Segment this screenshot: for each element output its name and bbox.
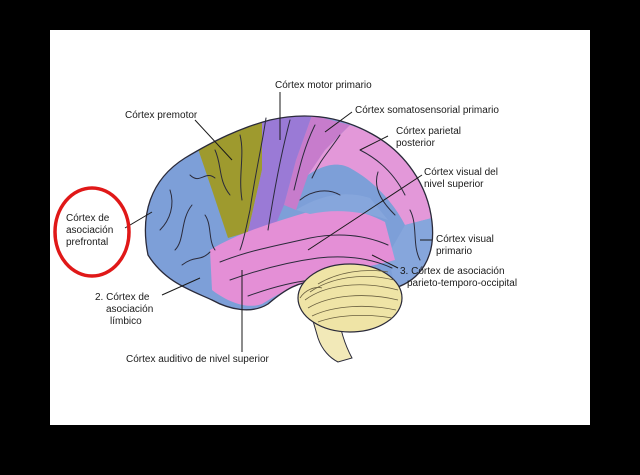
highlight-circle	[53, 186, 131, 278]
label-parietal-1: Córtex parietal	[396, 126, 462, 137]
leader-parietal	[359, 135, 389, 151]
leader-premotor	[194, 119, 233, 161]
label-limbic-2: asociación	[106, 304, 154, 315]
label-auditory: Córtex auditivo de nivel superior	[126, 354, 269, 365]
brain-folds	[159, 117, 421, 297]
leader-lines	[124, 92, 432, 352]
label-limbic-1: 2. Córtex de	[95, 292, 150, 303]
somatosensory-region	[284, 116, 350, 210]
label-parietal-2: posterior	[396, 138, 435, 149]
cerebellum-folia	[299, 270, 399, 323]
label-prefrontal-1: Córtex de	[66, 213, 110, 224]
label-visual-high-1: Córtex visual del	[424, 167, 498, 178]
label-prefrontal-3: prefrontal	[66, 237, 109, 248]
premotor-region	[195, 116, 268, 238]
leader-ptoc	[371, 254, 399, 269]
label-visual-prim-1: Córtex visual	[436, 234, 494, 245]
brain-outline	[144, 115, 434, 311]
label-limbic-3: límbico	[110, 316, 142, 327]
label-somatosensory: Córtex somatosensorial primario	[355, 105, 499, 116]
label-ptoc-2: parieto-temporo-occipital	[407, 278, 518, 289]
label-ptoc-1: 3. Córtex de asociación	[400, 266, 505, 277]
leader-limbic	[161, 277, 201, 296]
motor-region	[248, 116, 312, 238]
ptoc-region	[296, 194, 388, 220]
parietal-region	[308, 125, 432, 225]
temporal-region	[210, 208, 395, 306]
visual-high-region	[388, 218, 433, 288]
label-visual-high-2: nivel superior	[424, 179, 484, 190]
label-prefrontal-2: asociación	[66, 225, 114, 236]
label-motor: Córtex motor primario	[275, 80, 372, 91]
leader-visual-high	[307, 174, 423, 251]
label-visual-prim-2: primario	[436, 246, 473, 257]
leader-somato	[324, 111, 353, 133]
label-premotor: Córtex premotor	[125, 110, 198, 121]
